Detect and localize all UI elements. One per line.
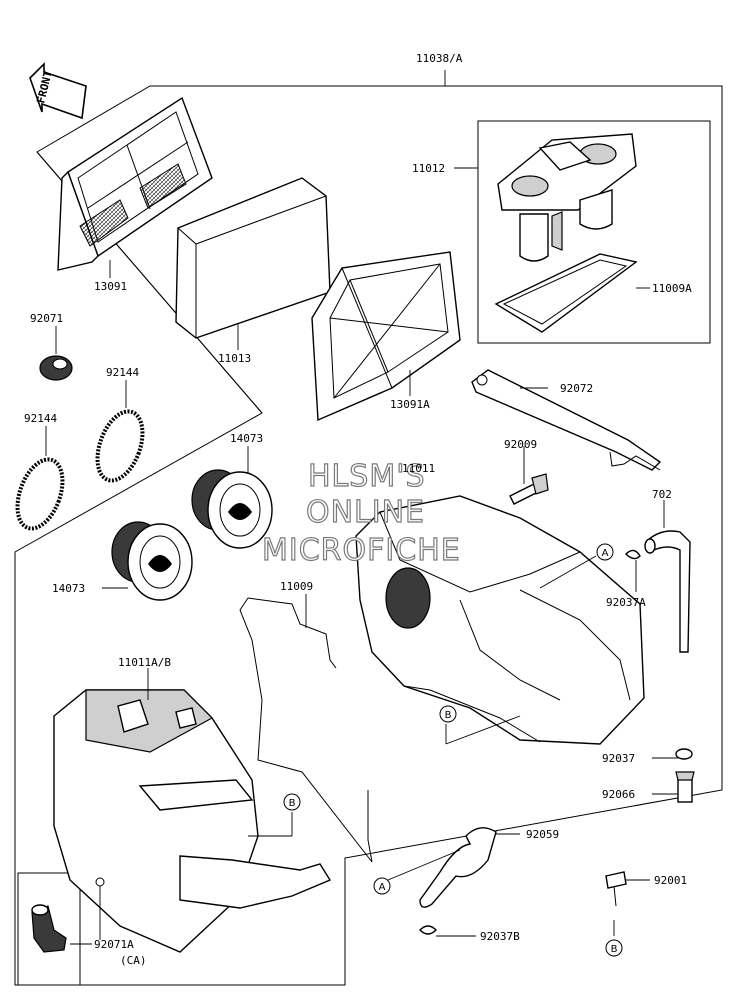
- part-label-92059: 92059: [526, 828, 559, 841]
- svg-text:B: B: [445, 710, 452, 721]
- part-label-11009A: 11009A: [652, 282, 692, 295]
- part-label-92144-lower: 92144: [24, 412, 57, 425]
- part-label-92037B: 92037B: [480, 930, 520, 943]
- part-label-92037: 92037: [602, 752, 635, 765]
- ca-inset-box: [17, 872, 81, 986]
- part-label-92037A: 92037A: [606, 596, 646, 609]
- grommet-92071: [39, 355, 73, 381]
- svg-text:A: A: [602, 548, 609, 559]
- clip-92037: [675, 748, 693, 760]
- svg-text:B: B: [611, 944, 618, 955]
- part-label-11009: 11009: [280, 580, 313, 593]
- front-arrow: FRONT: [29, 62, 87, 120]
- clip-92037A: [625, 549, 641, 560]
- leader-lines: [45, 167, 678, 945]
- cap-14073-lower: [111, 521, 193, 601]
- watermark-line-3: MICROFICHE: [262, 533, 461, 568]
- cap-14073-upper: [191, 469, 273, 549]
- part-label-14073-lower: 14073: [52, 582, 85, 595]
- boot-kit-11012: [497, 133, 637, 262]
- part-label-702: 702: [652, 488, 672, 501]
- air-box-11011: [355, 495, 645, 745]
- kit-11012-box: [477, 120, 711, 344]
- bolt-92001: [605, 871, 627, 907]
- part-label-92144-upper: 92144: [106, 366, 139, 379]
- ref-circle-b-bottom: B: [605, 939, 623, 957]
- watermark: HLSM'S ONLINE MICROFICHE: [261, 458, 461, 568]
- strap-92072: [471, 369, 662, 471]
- part-label-92066: 92066: [602, 788, 635, 801]
- ref-circle-a-upper: A: [596, 543, 614, 561]
- ref-circle-b-mid: B: [439, 705, 457, 723]
- part-label-92071A: 92071A: [94, 938, 134, 951]
- part-label-11012: 11012: [412, 162, 445, 175]
- part-labels: 11038/A 11012 11009A 13091 11013 13091A …: [24, 52, 692, 967]
- bolt-92009: [509, 473, 549, 505]
- svg-text:B: B: [289, 798, 296, 809]
- elbow-92071A: [31, 904, 67, 953]
- part-label-11038A: 11038/A: [416, 52, 463, 65]
- part-label-ca: (CA): [120, 954, 147, 967]
- clip-92037B: [419, 925, 437, 935]
- foam-element-11013: [175, 177, 331, 339]
- part-label-11013: 11013: [218, 352, 251, 365]
- plug-92066: [675, 771, 695, 803]
- watermark-line-1: HLSM'S: [308, 459, 426, 494]
- svg-text:A: A: [379, 882, 386, 893]
- filter-cage-13091A: [311, 251, 461, 422]
- ref-circle-a-lower: A: [373, 877, 391, 895]
- part-label-92072: 92072: [560, 382, 593, 395]
- gasket-11009: [239, 597, 373, 863]
- part-label-92009: 92009: [504, 438, 537, 451]
- ref-circle-b-left: B: [283, 793, 301, 811]
- hose-702: [644, 530, 691, 653]
- tube-92059: [419, 827, 497, 908]
- gasket-11009A: [494, 253, 638, 333]
- part-label-13091: 13091: [94, 280, 127, 293]
- part-label-11011AB: 11011A/B: [118, 656, 171, 669]
- part-label-13091A: 13091A: [390, 398, 430, 411]
- part-label-14073-upper: 14073: [230, 432, 263, 445]
- part-label-11011: 11011: [402, 462, 435, 475]
- spring-92144-upper: [95, 409, 145, 483]
- part-label-92001: 92001: [654, 874, 687, 887]
- part-label-92071: 92071: [30, 312, 63, 325]
- filter-frame-13091: [57, 96, 213, 271]
- spring-92144-lower: [15, 457, 65, 531]
- watermark-line-2: ONLINE: [306, 495, 425, 530]
- air-box-11011AB: [53, 689, 332, 953]
